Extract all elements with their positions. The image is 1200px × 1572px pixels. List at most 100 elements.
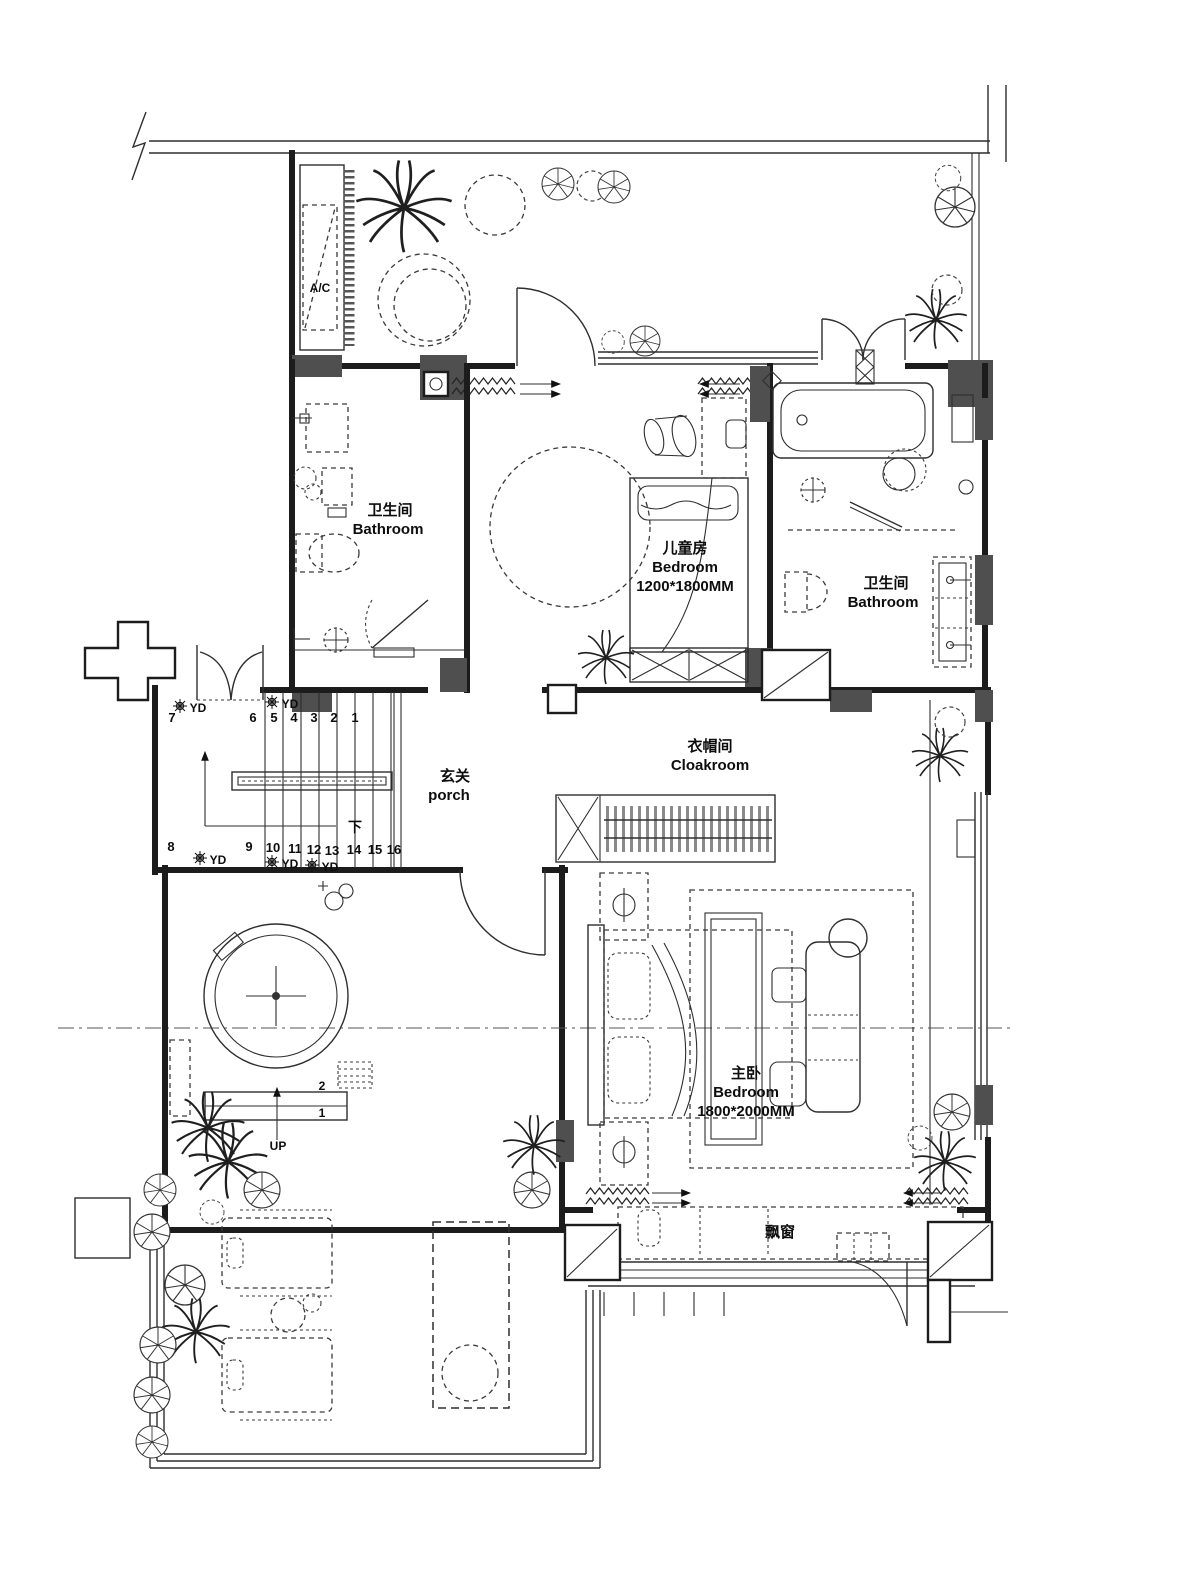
bay-window-label: 飘窗 xyxy=(765,1223,795,1241)
tread-number: 4 xyxy=(290,710,298,725)
laundry-basket-icon xyxy=(643,414,697,458)
bed-runner xyxy=(704,912,763,1146)
terrace-boundary xyxy=(149,1232,601,1469)
yd-label: YD xyxy=(190,701,207,715)
tree-icon xyxy=(933,1093,971,1131)
palm-plant-icon xyxy=(355,159,453,254)
tread-number: 16 xyxy=(387,842,401,857)
floor-drain-icon xyxy=(323,627,349,653)
tub-room: 2 1 UP xyxy=(162,865,565,1235)
mirror-icon xyxy=(951,394,974,443)
room-label-zh: 卫生间 xyxy=(367,501,412,519)
bathroom-left: 卫生间 Bathroom xyxy=(289,359,470,712)
tree-icon xyxy=(243,1171,281,1209)
tree-icon xyxy=(135,1425,169,1459)
railing-ticks xyxy=(603,1292,725,1316)
down-label: 下 xyxy=(348,819,362,835)
tread-number: 11 xyxy=(288,841,302,856)
palm-plant-icon xyxy=(911,727,969,783)
side-table-icon xyxy=(270,1297,306,1333)
wardrobe-icon xyxy=(555,794,776,863)
tree-icon xyxy=(133,1213,171,1251)
shrub-icon xyxy=(931,274,963,306)
step-number: 1 xyxy=(319,1106,326,1120)
tread-number: 14 xyxy=(347,842,362,857)
tread-number: 15 xyxy=(368,842,382,857)
floor-drain-icon xyxy=(800,477,826,503)
yd-symbol-icon xyxy=(172,698,188,714)
ac-closet xyxy=(299,164,345,351)
chair-icon xyxy=(725,419,747,449)
washer-icon xyxy=(305,403,349,453)
yd-label: YD xyxy=(322,860,339,874)
threshold-step xyxy=(546,683,578,715)
room-label-zh: 主卧 xyxy=(731,1064,761,1082)
masonry-pier xyxy=(926,1220,1008,1344)
side-table-icon xyxy=(828,918,868,958)
sun-lounger-icon xyxy=(221,1329,333,1421)
desk-icon xyxy=(701,397,747,479)
tray-icon xyxy=(836,1232,890,1262)
yd-symbol-icon xyxy=(264,694,280,710)
planter-box xyxy=(74,1197,131,1259)
sun-lounger-icon xyxy=(221,1209,333,1297)
tree-icon xyxy=(597,170,631,204)
shower-door-icon xyxy=(849,501,903,532)
basin-icon xyxy=(293,466,317,490)
porch-label-zh: 玄关 xyxy=(440,767,470,785)
faucet-icon xyxy=(212,931,244,962)
french-door xyxy=(821,318,906,385)
pillow-icon xyxy=(607,1036,651,1104)
shrub-icon xyxy=(464,174,526,236)
yd-label: YD xyxy=(210,853,227,867)
door-terrace xyxy=(516,287,596,367)
tread-number: 8 xyxy=(167,839,174,854)
kids-bedroom: 儿童房 Bedroom 1200*1800MM xyxy=(489,363,773,693)
shrub-icon xyxy=(601,330,625,354)
yd-symbol-icon xyxy=(264,854,280,870)
room-label-en: Bathroom xyxy=(353,521,424,538)
mat-icon xyxy=(337,1061,373,1089)
yd-symbol-icon xyxy=(192,850,208,866)
entry-double-door xyxy=(196,645,264,701)
round-rug-icon xyxy=(489,446,651,608)
room-label-zh: 衣帽间 xyxy=(687,737,732,755)
round-tub-icon xyxy=(203,923,349,1069)
bench-icon xyxy=(629,647,749,683)
tree-icon xyxy=(139,1326,177,1364)
stair-treads xyxy=(264,692,402,868)
entry-steps: 2 1 UP xyxy=(204,1079,348,1153)
tree-icon xyxy=(143,1173,177,1207)
toilet-icon xyxy=(295,533,360,573)
toilet-icon xyxy=(784,571,828,613)
tread-number: 13 xyxy=(325,843,339,858)
room-label-en: Bedroom xyxy=(713,1084,779,1101)
cabinet-icon xyxy=(169,1039,191,1117)
cloakroom: 衣帽间 Cloakroom xyxy=(546,648,969,863)
masonry-pier xyxy=(563,1223,622,1282)
shrub-icon xyxy=(377,253,471,347)
terrace-bottom xyxy=(74,1114,601,1469)
bay-window: 飘窗 xyxy=(588,1206,975,1287)
tread-number: 9 xyxy=(245,839,252,854)
ac-unit-icon: A/C xyxy=(302,204,338,331)
curtain-icon xyxy=(585,1187,650,1205)
soap-dish-icon xyxy=(324,891,344,911)
cabinet-icon xyxy=(321,467,353,506)
terrace-top: A/C xyxy=(289,150,976,367)
floor-drain-box xyxy=(422,370,450,398)
room-label-en: Cloakroom xyxy=(671,757,749,774)
shrub-icon xyxy=(907,1125,933,1151)
tree-icon xyxy=(934,186,976,228)
door-tub-room xyxy=(459,869,546,956)
ac-label: A/C xyxy=(310,281,331,295)
step-number: 2 xyxy=(319,1079,326,1093)
stair-handrail xyxy=(231,771,393,791)
shrub-icon xyxy=(393,268,467,342)
nightstand-icon xyxy=(599,1121,649,1186)
tread-number: 7 xyxy=(168,710,175,725)
palm-plant-icon xyxy=(904,288,968,350)
cushion-icon xyxy=(637,1209,661,1247)
up-label: UP xyxy=(270,1139,287,1153)
